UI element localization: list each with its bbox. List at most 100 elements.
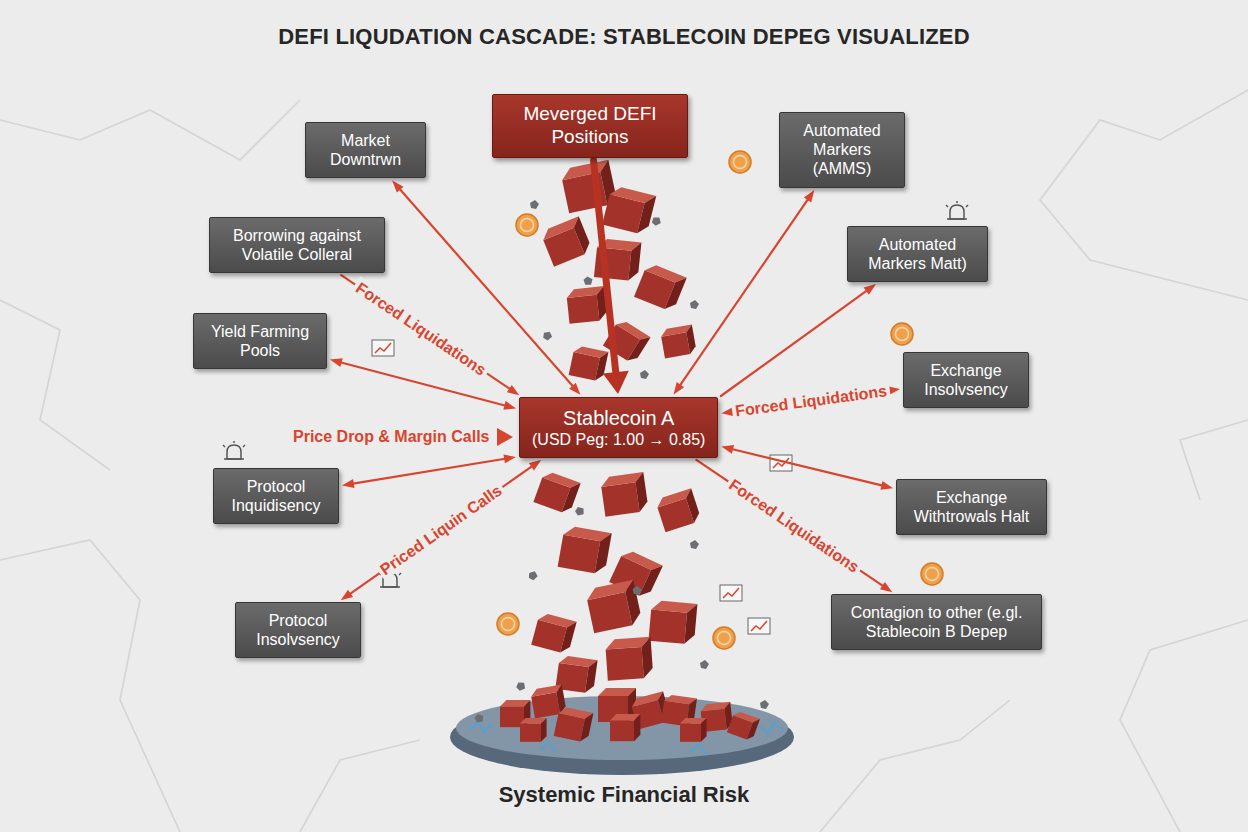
box-sublabel: (USD Peg: 1.00 → 0.85) (532, 430, 705, 449)
factor-box: Market Downtrwn (305, 122, 426, 178)
falling-blocks (533, 470, 580, 515)
coin-icons (516, 214, 538, 236)
box-label: Automated Markers Matt) (860, 235, 975, 273)
background-cracks (1120, 620, 1248, 832)
arrow-head (503, 401, 516, 410)
debris-chips (515, 680, 528, 693)
background-cracks (0, 540, 180, 832)
arrow-head (674, 382, 685, 394)
falling-blocks (531, 612, 577, 655)
debris-chips (473, 712, 486, 725)
falling-blocks (540, 216, 593, 266)
box-label: Protocol Insolvsency (248, 611, 348, 649)
connector-line (721, 290, 868, 396)
chart-icons (372, 340, 394, 356)
pointer-triangle (497, 428, 513, 446)
factor-box: Exchange Insolvsency (903, 352, 1029, 408)
box-label: Automated Markers (AMMS) (792, 121, 892, 179)
connector-line (399, 188, 574, 388)
connector (341, 460, 542, 600)
box-label: Borrowing against Volatile Colleral (222, 226, 372, 264)
factor-box: Protocol Inquidisency (213, 468, 339, 524)
background-cracks (820, 700, 1010, 832)
box-label: Market Downtrwn (318, 131, 413, 169)
connector-line (696, 460, 884, 587)
factor-box: Contagion to other (e.gl. Stablecoin B D… (831, 594, 1042, 650)
connector-line (349, 465, 534, 594)
rubble-pile (554, 706, 594, 743)
connector (674, 190, 815, 395)
box-label: Protocol Inquidisency (226, 477, 326, 515)
factor-box: Automated Markers (AMMS) (779, 112, 905, 188)
connector-line (731, 449, 884, 486)
background-cracks (0, 90, 1248, 832)
arrow-head (880, 582, 892, 592)
debris-chips (640, 370, 649, 379)
box-label: Exchange Insolvsency (916, 361, 1016, 399)
diagram-caption: Systemic Financial Risk (491, 780, 758, 810)
falling-blocks (634, 262, 687, 312)
edge-label: Forced Liquidations (731, 381, 891, 421)
factor-box: Borrowing against Volatile Colleral (209, 217, 385, 273)
pointer-triangle (497, 428, 513, 446)
connector (721, 284, 876, 396)
connector (341, 275, 519, 395)
falling-blocks (566, 286, 607, 324)
connector-line (679, 198, 809, 387)
arrow-head (529, 460, 541, 471)
alert-icons (223, 441, 245, 459)
arrow-head (504, 455, 517, 464)
alert-icons (946, 201, 968, 219)
box-label: Meverged DEFI Positions (505, 103, 675, 149)
debris-chips (632, 585, 644, 597)
debris-chips (542, 330, 554, 342)
factor-box: Exchange Withtrowals Halt (896, 479, 1047, 535)
connector-line (351, 459, 506, 484)
rubble-pile (680, 718, 707, 742)
falling-blocks (558, 525, 612, 575)
rubble-pile (500, 684, 760, 743)
edge-label: Priced Liquin Calls (374, 479, 508, 581)
arrow-head (330, 358, 343, 367)
connector (594, 161, 629, 394)
arrow-head (603, 371, 629, 394)
box-label: Contagion to other (e.gl. Stablecoin B D… (844, 603, 1029, 641)
falling-blocks (602, 185, 656, 236)
edge-label: Forced Liquidations (350, 277, 492, 382)
background-cracks (1040, 90, 1248, 300)
chart-icons (720, 585, 742, 601)
debris-chips (760, 700, 769, 709)
rubble-pile (520, 718, 547, 742)
falling-blocks (655, 488, 702, 532)
connector-line (341, 275, 511, 390)
coin-icons (729, 151, 751, 173)
rubble-pile (610, 714, 640, 741)
falling-blocks (585, 580, 643, 634)
box-label: Exchange Withtrowals Halt (909, 488, 1034, 526)
box-label: Stablecoin A (532, 406, 705, 430)
factor-box: Yield Farming Pools (193, 313, 327, 369)
arrow-head (507, 385, 520, 395)
debris-chips (651, 215, 663, 227)
debris-chips (473, 200, 769, 725)
chart-icons (748, 618, 770, 634)
debris-chips (528, 570, 539, 581)
platform (540, 742, 556, 752)
arrow-head (721, 445, 734, 454)
factor-box: Protocol Insolvsency (235, 602, 361, 658)
falling-blocks (648, 600, 697, 645)
arrow-head (864, 284, 876, 295)
arrow-head (569, 383, 580, 395)
coin-icons (497, 613, 519, 635)
platform (470, 722, 492, 732)
background-cracks (300, 740, 420, 832)
platform (760, 722, 782, 734)
coin-icons (921, 563, 943, 585)
annotation-label: Price Drop & Margin Calls (290, 427, 493, 446)
background-cracks (0, 100, 300, 160)
debris-chips (530, 200, 539, 209)
falling-blocks (605, 637, 653, 681)
box-label: Yield Farming Pools (206, 322, 314, 360)
debris-chips (700, 660, 709, 669)
